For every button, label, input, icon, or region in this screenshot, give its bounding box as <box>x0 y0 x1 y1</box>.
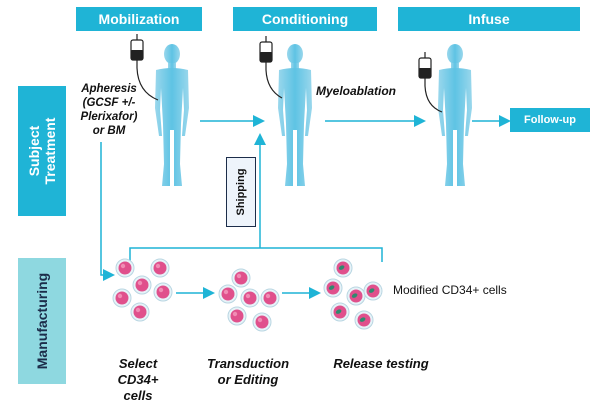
iv-bag-icon <box>259 35 273 71</box>
patient-conditioning-figure <box>278 44 312 186</box>
cell-cluster-transduction <box>218 268 280 332</box>
cell-cluster-select <box>112 258 173 322</box>
header-infuse: Infuse <box>398 7 580 31</box>
side-label-subject-treatment: Subject Treatment <box>18 86 66 216</box>
iv-bag-icon <box>130 33 144 69</box>
apheresis-label: Apheresis (GCSF +/- Plerixafor) or BM <box>80 83 138 137</box>
step-release-label: Release testing <box>333 356 429 371</box>
shipping-box: Shipping <box>226 157 256 227</box>
cell-cluster-release <box>323 258 383 330</box>
header-conditioning: Conditioning <box>233 7 377 31</box>
step-select-label: Select CD34+ cells <box>117 356 159 403</box>
patient-infuse-figure <box>438 44 472 186</box>
side-label-manufacturing: Manufacturing <box>18 258 66 384</box>
modified-cells-label: Modified CD34+ cells <box>393 283 507 297</box>
step-transduction-label: Transduction or Editing <box>206 356 290 387</box>
myeloablation-label: Myeloablation <box>316 84 397 98</box>
header-mobilization: Mobilization <box>76 7 202 31</box>
patient-mobilization-figure <box>155 44 189 186</box>
follow-up-box: Follow-up <box>510 108 590 132</box>
iv-bag-icon <box>418 51 432 87</box>
